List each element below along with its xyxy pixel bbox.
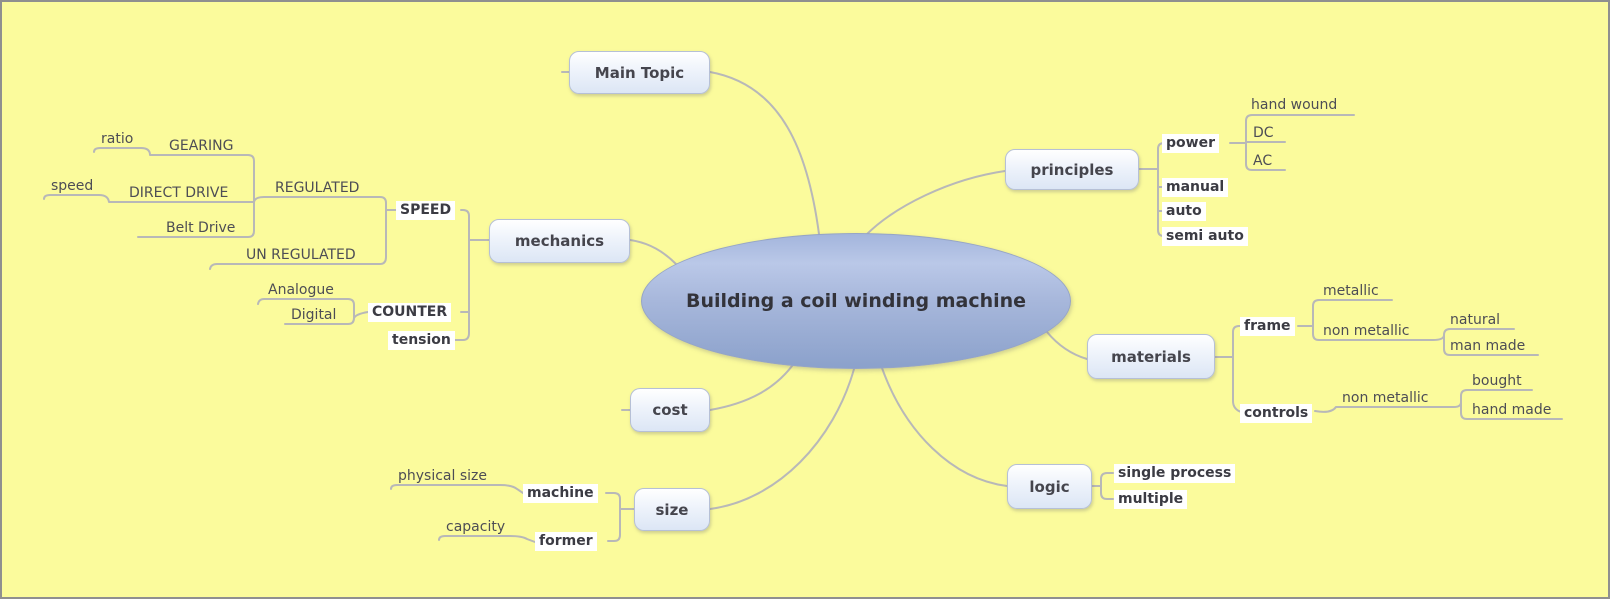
node-size-label: size	[655, 500, 689, 519]
node-logic-label: logic	[1029, 477, 1070, 496]
node-materials-label: materials	[1111, 347, 1191, 366]
central-topic[interactable]: Building a coil winding machine	[641, 233, 1071, 369]
label-counter[interactable]: COUNTER	[368, 303, 452, 322]
label-gearing[interactable]: GEARING	[169, 138, 234, 154]
node-cost[interactable]: cost	[630, 388, 710, 432]
label-capacity[interactable]: capacity	[446, 519, 506, 535]
label-regulated[interactable]: REGULATED	[275, 180, 360, 196]
label-direct-drive[interactable]: DIRECT DRIVE	[129, 185, 229, 201]
label-former[interactable]: former	[535, 532, 597, 551]
label-man-made[interactable]: man made	[1450, 338, 1526, 354]
label-single-process[interactable]: single process	[1114, 464, 1236, 483]
label-speed-leaf[interactable]: speed	[51, 178, 94, 194]
label-analogue[interactable]: Analogue	[268, 282, 334, 298]
mechanics-branch-lines	[43, 147, 490, 341]
label-dc[interactable]: DC	[1253, 125, 1274, 141]
principles-branch-lines	[1138, 114, 1355, 237]
logic-branch-lines	[1091, 472, 1114, 500]
label-bought[interactable]: bought	[1472, 373, 1522, 389]
node-principles[interactable]: principles	[1005, 149, 1139, 190]
label-manual[interactable]: manual	[1162, 178, 1229, 197]
materials-branch-lines	[1214, 299, 1563, 420]
label-digital[interactable]: Digital	[291, 307, 337, 323]
label-ratio[interactable]: ratio	[101, 131, 134, 147]
label-physical-size[interactable]: physical size	[398, 468, 487, 484]
label-multiple[interactable]: multiple	[1114, 490, 1188, 509]
size-branch-lines	[390, 484, 635, 543]
label-non-metallic-frame[interactable]: non metallic	[1323, 323, 1410, 339]
node-materials[interactable]: materials	[1087, 334, 1215, 379]
label-ac[interactable]: AC	[1253, 153, 1273, 169]
label-hand-wound[interactable]: hand wound	[1251, 97, 1338, 113]
label-metallic[interactable]: metallic	[1323, 283, 1379, 299]
label-auto[interactable]: auto	[1162, 202, 1206, 221]
node-size[interactable]: size	[634, 488, 710, 531]
label-frame[interactable]: frame	[1240, 317, 1295, 336]
label-tension[interactable]: tension	[388, 331, 455, 350]
central-topic-label: Building a coil winding machine	[685, 290, 1027, 312]
label-power[interactable]: power	[1162, 134, 1219, 153]
label-hand-made[interactable]: hand made	[1472, 402, 1552, 418]
label-un-regulated[interactable]: UN REGULATED	[246, 247, 356, 263]
label-belt-drive[interactable]: Belt Drive	[166, 220, 236, 236]
label-controls[interactable]: controls	[1240, 404, 1313, 423]
main-branch-curves	[561, 71, 1088, 510]
node-mechanics-label: mechanics	[514, 232, 605, 250]
floating-topic-label: Main Topic	[594, 63, 685, 82]
node-cost-label: cost	[652, 401, 688, 419]
node-mechanics[interactable]: mechanics	[489, 219, 630, 263]
node-principles-label: principles	[1030, 160, 1114, 179]
node-logic[interactable]: logic	[1007, 464, 1092, 509]
label-non-metallic-controls[interactable]: non metallic	[1342, 390, 1429, 406]
label-machine[interactable]: machine	[523, 484, 598, 503]
floating-topic-main[interactable]: Main Topic	[569, 51, 710, 94]
label-natural[interactable]: natural	[1450, 312, 1501, 328]
label-semi-auto[interactable]: semi auto	[1162, 227, 1248, 246]
label-speed-topic[interactable]: SPEED	[396, 201, 456, 220]
